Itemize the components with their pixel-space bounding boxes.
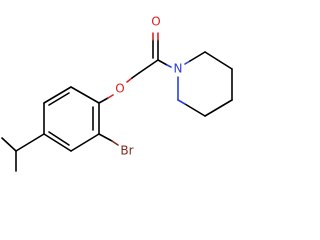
- o-c-bond: [131, 72, 140, 79]
- o-c-bond-colored: [126, 77, 133, 83]
- piperidine-ring: [177, 51, 233, 117]
- c-o-bond: [98, 97, 109, 104]
- piperidine-bond: [189, 51, 206, 62]
- isopropyl-group: [1, 133, 45, 172]
- carbonyl-group: O: [151, 15, 161, 61]
- ring-bond: [43, 133, 72, 152]
- ring-double-bond: [48, 92, 70, 106]
- c-o-bond-colored: [107, 94, 114, 99]
- ring-bond: [70, 133, 100, 152]
- n-c-bond-colored: [184, 60, 191, 65]
- oxygen-ether-label: O: [115, 82, 124, 96]
- c-br-bond: [98, 133, 113, 142]
- ch2-c-bond: [138, 59, 159, 74]
- molecule-structure: Br O O N: [1, 15, 233, 172]
- isopropyl-bond: [15, 133, 45, 152]
- nitrogen-label: N: [174, 62, 183, 76]
- piperidine-bond: [184, 103, 206, 117]
- bromine-substituent: Br: [98, 133, 134, 158]
- ring-bond: [43, 86, 72, 104]
- piperidine-bond: [204, 99, 233, 117]
- n-c-bond-colored: [177, 99, 186, 105]
- ring-double-bond: [48, 131, 70, 146]
- piperidine-bond: [204, 51, 233, 70]
- benzene-ring: [43, 86, 100, 152]
- oxygen-carbonyl-label: O: [151, 15, 160, 29]
- ring-bond: [70, 86, 100, 104]
- ether-oxygen: O: [98, 72, 140, 104]
- bromine-label: Br: [120, 144, 133, 158]
- isopropyl-bond: [1, 137, 17, 152]
- c-n-bond-colored: [166, 64, 172, 68]
- c-n-bond: [157, 59, 168, 66]
- c-br-bond-colored: [111, 140, 119, 146]
